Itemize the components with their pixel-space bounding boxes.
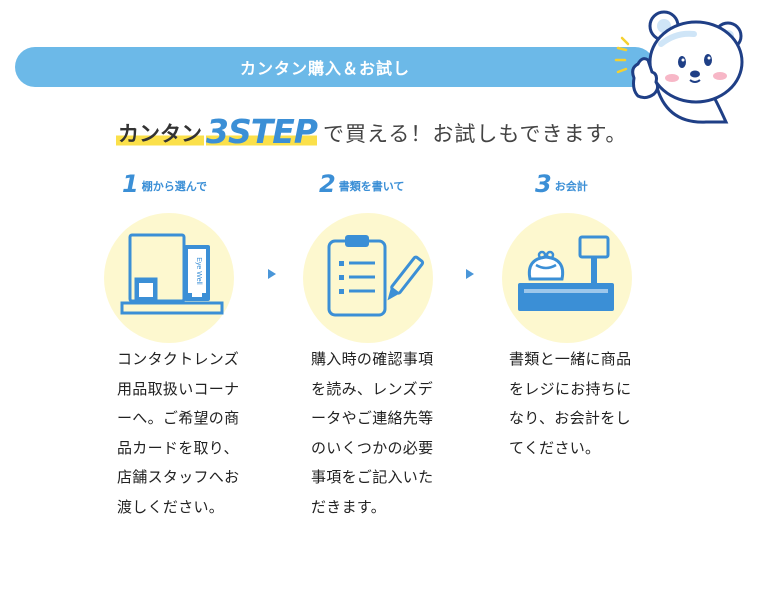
step-2-circle [303, 213, 433, 343]
step-3-label: 3 お会計 [535, 172, 588, 196]
step-3-number: 3 [535, 170, 552, 198]
step-1-line: コンタクトレンズ [117, 350, 240, 368]
headline-prefix: カンタン [116, 118, 204, 148]
step-3-circle [502, 213, 632, 343]
step-2-line: 購入時の確認事項 [311, 350, 434, 368]
headline: カンタン 3STEP で買える！お試しもできます。 [116, 108, 627, 148]
step-2-title: 書類を書いて [338, 180, 405, 193]
step-2-label: 2 書類を書いて [319, 172, 404, 196]
step-2-number: 2 [319, 170, 336, 198]
step-2-line: 事項をご記入いた [311, 468, 434, 486]
cash-register-icon [518, 235, 614, 311]
step-3-line: 書類と一緒に商品 [509, 350, 632, 368]
step-3-line: てください。 [509, 438, 601, 457]
step-1-line: 渡しください。 [117, 497, 225, 516]
step-2-description: 購入時の確認事項 を読み、レンズデ ータやご連絡先等 のいくつかの必要 事項をご… [311, 345, 461, 522]
bear-mascot-icon [614, 10, 744, 124]
step-1-title: 棚から選んで [141, 180, 208, 193]
step-2-line: だきます。 [311, 497, 387, 516]
section-banner: カンタン購入＆お試し [15, 47, 655, 87]
box-label: Eye Well [195, 257, 202, 285]
step-1-number: 1 [122, 170, 139, 198]
shelf-icon: Eye Well [120, 233, 224, 315]
step-3-line: をレジにお持ちに [509, 379, 632, 398]
step-1-description: コンタクトレンズ 用品取扱いコーナ ーへ。ご希望の商 品カードを取り、 店舗スタ… [117, 345, 267, 522]
step-arrow-2 [466, 269, 474, 279]
step-1-line: 用品取扱いコーナ [117, 379, 240, 398]
step-1-line: 品カードを取り、 [117, 438, 239, 457]
step-3-title: お会計 [554, 180, 588, 193]
clipboard-pen-icon [327, 235, 425, 317]
step-2-line: ータやご連絡先等 [311, 409, 434, 427]
step-1-line: 店舗スタッフへお [117, 468, 240, 486]
step-3-description: 書類と一緒に商品 をレジにお持ちに なり、お会計をし てください。 [509, 345, 659, 463]
step-3-line: なり、お会計をし [509, 409, 631, 427]
step-1-line: ーへ。ご希望の商 [117, 409, 240, 427]
banner-title: カンタン購入＆お試し [239, 59, 410, 78]
headline-3step: 3STEP [206, 112, 318, 151]
step-arrow-1 [268, 269, 276, 279]
headline-suffix: で買える！お試しもできます。 [322, 122, 628, 146]
step-2-line: を読み、レンズデ [311, 379, 434, 398]
step-1-circle: Eye Well [104, 213, 234, 343]
step-2-line: のいくつかの必要 [311, 438, 434, 457]
step-1-label: 1 棚から選んで [122, 172, 207, 196]
